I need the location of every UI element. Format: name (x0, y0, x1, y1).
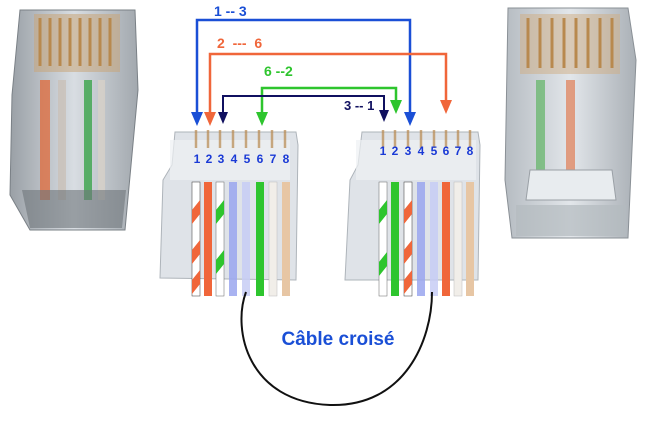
left-connector: 1 2 3 4 5 6 7 8 (159, 130, 299, 297)
left-wire-3 (215, 181, 225, 297)
left-pin-label-4: 4 (231, 152, 238, 166)
left-wire-2 (204, 182, 212, 296)
right-plug-photo (504, 7, 637, 239)
right-connector: 1 2 3 4 5 6 7 8 (344, 130, 481, 297)
arrow-1-to-3: 1 -- 3 (191, 3, 416, 126)
right-wire-2 (391, 182, 399, 296)
left-pin-label-2: 2 (206, 152, 213, 166)
right-wire-6 (442, 182, 450, 296)
mapping-label-1-3: 1 -- 3 (214, 3, 247, 19)
left-pin-label-1: 1 (194, 152, 201, 166)
left-pin-label-8: 8 (283, 152, 290, 166)
left-plug-photo (9, 9, 139, 231)
left-wire-8 (282, 182, 290, 296)
right-wire-4 (417, 182, 425, 296)
right-pin-label-7: 7 (455, 144, 462, 158)
arrow-6-to-2: 6 --2 (256, 63, 402, 126)
right-pin-label-4: 4 (418, 144, 425, 158)
left-pin-label-7: 7 (270, 152, 277, 166)
right-pin-label-3: 3 (405, 144, 412, 158)
arrow-3-to-1: 3 -- 1 (218, 95, 389, 124)
right-pin-label-6: 6 (443, 144, 450, 158)
right-pin-label-5: 5 (431, 144, 438, 158)
left-wire-6 (256, 182, 264, 296)
right-wire-3 (403, 181, 413, 297)
cable-loop: Câble croisé (240, 291, 433, 407)
right-pin-label-8: 8 (467, 144, 474, 158)
mapping-label-3-1: 3 -- 1 (344, 98, 374, 113)
cable-label: Câble croisé (282, 329, 395, 350)
left-pin-label-6: 6 (257, 152, 264, 166)
left-pin-label-5: 5 (244, 152, 251, 166)
left-wire-1 (191, 181, 201, 297)
right-wire-5 (430, 182, 438, 296)
mapping-label-2-6: 2 --- 6 (217, 35, 262, 51)
mapping-label-6-2: 6 --2 (264, 63, 293, 79)
right-pin-label-2: 2 (392, 144, 399, 158)
right-wire-8 (466, 182, 474, 296)
left-wire-7 (268, 181, 278, 297)
left-pin-label-3: 3 (218, 152, 225, 166)
right-pin-label-1: 1 (380, 144, 387, 158)
right-wire-7 (453, 181, 463, 297)
left-wire-4 (229, 182, 237, 296)
arrow-2-to-6: 2 --- 6 (204, 35, 452, 126)
right-wire-1 (378, 181, 388, 297)
left-wire-5 (242, 182, 250, 296)
